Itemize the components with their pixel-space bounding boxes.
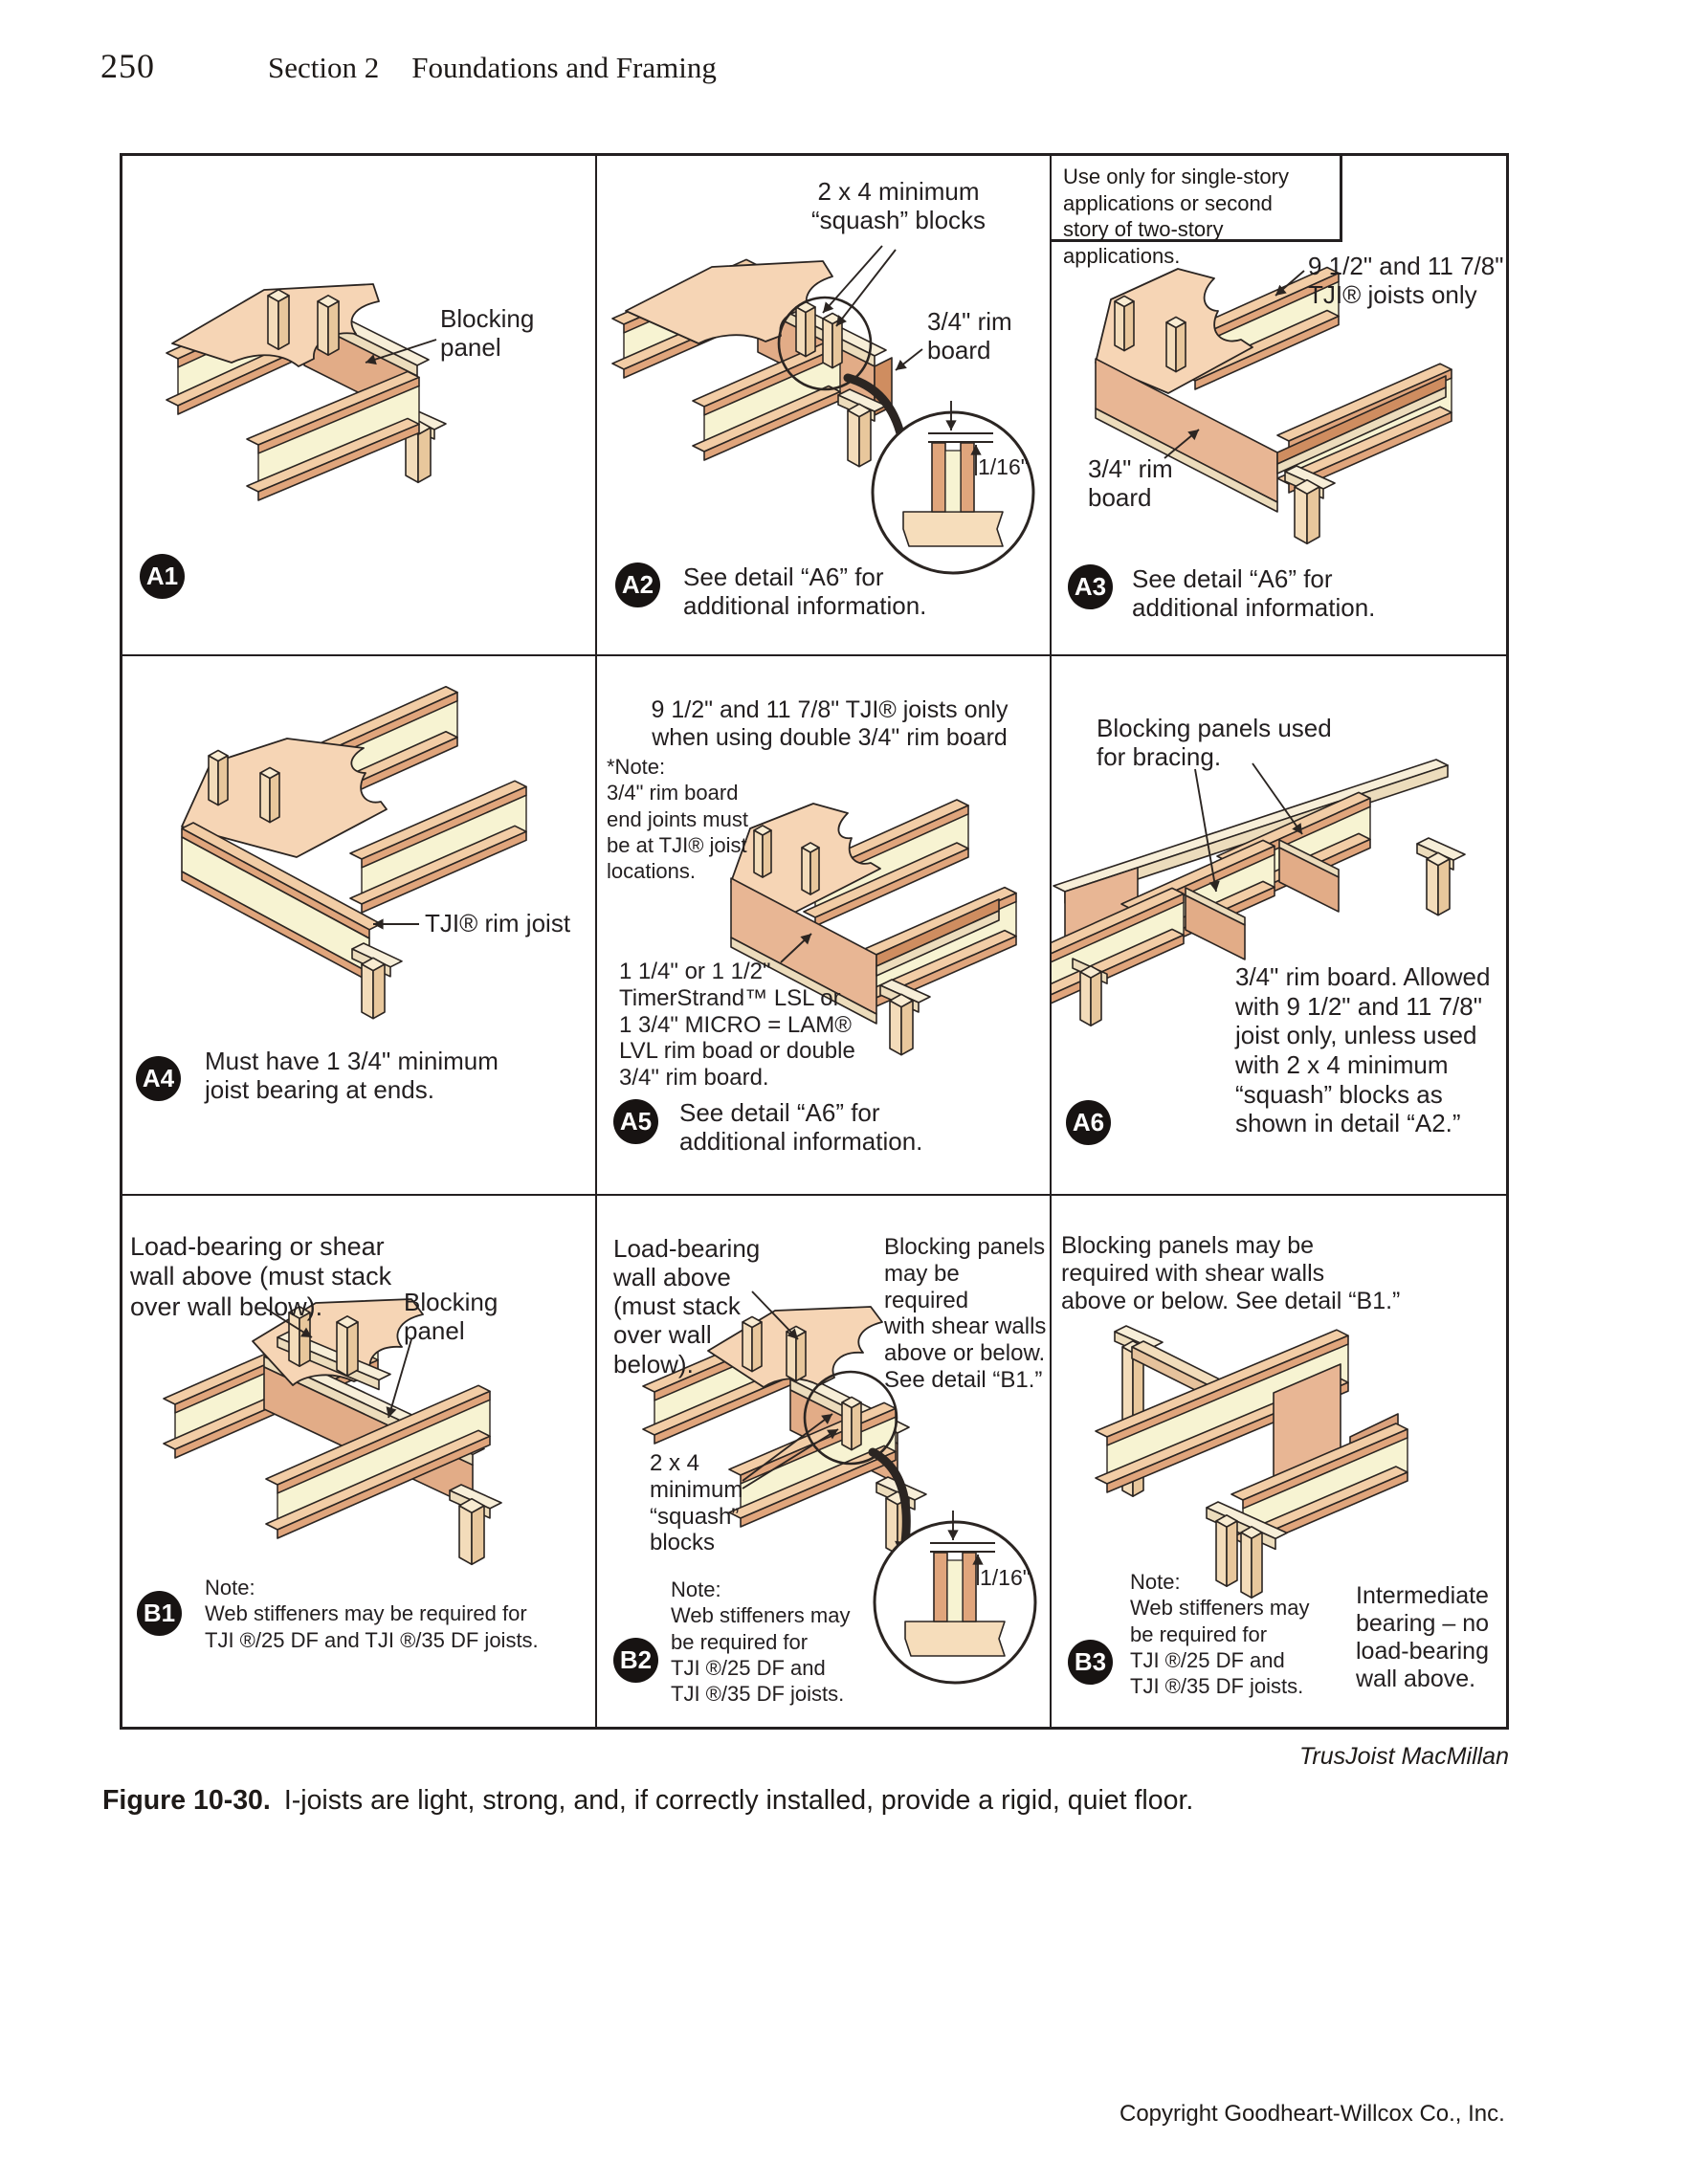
a6-joist-illustration — [1052, 759, 1466, 1026]
detail-cell-b1: Load-bearing or shear wall above (must s… — [122, 1196, 597, 1727]
a5-lsl-rim-label: 1 1/4" or 1 1/2" TimerStrand™ LSL or 1 3… — [619, 959, 855, 1092]
page-number: 250 — [100, 47, 155, 85]
a5-see-detail-note: See detail “A6” for additional informati… — [679, 1098, 923, 1157]
detail-cell-a1: Blocking panel A1 — [122, 156, 597, 656]
b1-web-stiffener-note: Note: Web stiffeners may be required for… — [205, 1576, 539, 1652]
a2-gap-dimension: 1/16" — [978, 454, 1029, 479]
detail-cell-a3: Use only for single-story applications o… — [1052, 156, 1506, 656]
b2-web-stiffener-note: Note: Web stiffeners may be required for… — [671, 1577, 851, 1707]
a4-joist-illustration — [181, 685, 527, 1020]
detail-cell-a6: Blocking panels used for bracing. 3/4" r… — [1052, 656, 1506, 1196]
section-label: Section 2 — [268, 51, 380, 84]
detail-cell-b3: Blocking panels may be required with she… — [1052, 1196, 1506, 1727]
a5-heading: 9 1/2" and 11 7/8" TJI® joists only when… — [651, 696, 1009, 751]
a2-see-detail-note: See detail “A6” for additional informati… — [683, 563, 927, 621]
figure-detail-grid: Blocking panel A1 2 x 4 minimum “squash”… — [120, 153, 1509, 1730]
a3-joist-illustration — [1095, 266, 1452, 545]
b2-joist-illustration — [642, 1291, 1037, 1685]
a3-usage-note-box: Use only for single-story applications o… — [1052, 156, 1342, 268]
detail-cell-b2: Load-bearing wall above (must stack over… — [597, 1196, 1052, 1727]
b2-blocking-note: Blocking panels may be required with she… — [884, 1234, 1047, 1394]
b3-badge: B3 — [1068, 1640, 1113, 1685]
detail-cell-a4: TJI® rim joist Must have 1 3/4" minimum … — [122, 656, 597, 1196]
b3-intermediate-bearing-label: Intermediate bearing – no load-bearing w… — [1356, 1582, 1490, 1692]
detail-cell-a2: 2 x 4 minimum “squash” blocks 3/4" rim b… — [597, 156, 1052, 656]
b3-blocking-note: Blocking panels may be required with she… — [1061, 1232, 1401, 1314]
a2-joist-illustration — [611, 245, 1035, 575]
copyright-line: Copyright Goodheart-Willcox Co., Inc. — [1120, 2101, 1505, 2127]
b3-web-stiffener-note: Note: Web stiffeners may be required for… — [1130, 1570, 1310, 1699]
b1-wall-above-label: Load-bearing or shear wall above (must s… — [130, 1232, 392, 1321]
a6-bracing-label: Blocking panels used for bracing. — [1097, 714, 1332, 772]
a6-rim-board-note: 3/4" rim board. Allowed with 9 1/2" and … — [1235, 962, 1491, 1138]
a5-joist-illustration — [730, 799, 1017, 1056]
figure-caption-text: I-joists are light, strong, and, if corr… — [283, 1785, 1194, 1816]
a5-end-joints-note: *Note: 3/4" rim board end joints must be… — [607, 755, 748, 884]
a1-badge: A1 — [140, 554, 185, 599]
a2-badge: A2 — [615, 563, 660, 607]
b2-gap-dimension: 1/16" — [980, 1565, 1031, 1590]
a2-rim-board-label: 3/4" rim board — [927, 307, 1012, 365]
a4-bearing-note: Must have 1 3/4" minimum joist bearing a… — [205, 1047, 499, 1105]
a1-joist-illustration — [166, 283, 447, 501]
a6-badge: A6 — [1066, 1100, 1111, 1145]
a4-badge: A4 — [136, 1056, 181, 1101]
detail-cell-a5: 9 1/2" and 11 7/8" TJI® joists only when… — [597, 656, 1052, 1196]
b1-blocking-panel-label: Blocking panel — [404, 1288, 499, 1346]
b2-squash-blocks-label: 2 x 4 minimum “squash” blocks — [650, 1450, 743, 1556]
figure-caption: Figure 10-30. I-joists are light, strong,… — [102, 1785, 1193, 1817]
a3-badge: A3 — [1068, 564, 1113, 609]
figure-number: Figure 10-30. — [102, 1785, 271, 1816]
illustration-credit: TrusJoist MacMillan — [1298, 1743, 1509, 1770]
a1-blocking-panel-label: Blocking panel — [440, 304, 535, 363]
a4-rim-joist-label: TJI® rim joist — [425, 909, 571, 938]
b2-badge: B2 — [613, 1638, 658, 1683]
b2-wall-above-label: Load-bearing wall above (must stack over… — [613, 1234, 761, 1379]
a3-rim-board-label: 3/4" rim board — [1088, 454, 1173, 513]
section-title: Foundations and Framing — [411, 51, 717, 84]
running-head: Section 2 Foundations and Framing — [268, 51, 717, 85]
a3-joists-only-label: 9 1/2" and 11 7/8" TJI® joists only — [1308, 252, 1504, 310]
b1-joist-illustration — [163, 1298, 502, 1566]
b3-joist-illustration — [1095, 1325, 1408, 1599]
b1-badge: B1 — [137, 1591, 182, 1636]
page-header: 250 Section 2 Foundations and Framing — [100, 46, 717, 86]
a2-squash-blocks-label: 2 x 4 minimum “squash” blocks — [810, 177, 987, 235]
a3-see-detail-note: See detail “A6” for additional informati… — [1132, 564, 1376, 623]
a5-badge: A5 — [613, 1099, 658, 1144]
